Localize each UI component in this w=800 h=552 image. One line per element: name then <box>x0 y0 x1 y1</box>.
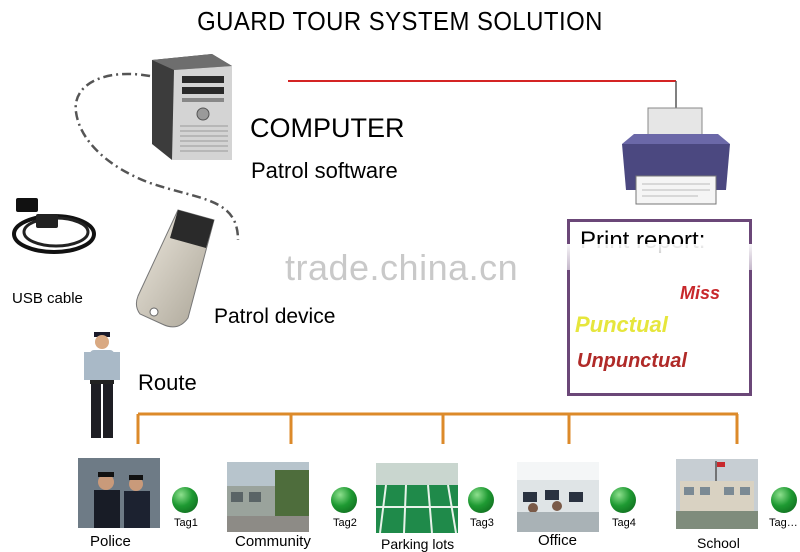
guard-icon <box>84 332 120 438</box>
tag-label-1: Tag1 <box>174 517 198 529</box>
patrol-device-icon <box>135 209 215 328</box>
tag-label-3: Tag3 <box>470 517 494 529</box>
location-label-office: Office <box>538 532 577 549</box>
diagram-title: GUARD TOUR SYSTEM SOLUTION <box>197 6 603 36</box>
patrol-cable <box>74 72 240 241</box>
location-photo-community <box>227 462 309 532</box>
tag-icon-4 <box>610 487 636 513</box>
patrol-device-label: Patrol device <box>214 305 336 328</box>
route-label: Route <box>138 370 197 395</box>
tag-label-5: Tag… <box>769 517 798 529</box>
patrol-software-label: Patrol software <box>251 158 398 183</box>
usb-cable-icon <box>12 198 96 254</box>
route-bar <box>136 412 739 444</box>
location-photo-school <box>676 459 758 529</box>
location-label-community: Community <box>235 533 311 550</box>
tag-label-4: Tag4 <box>612 517 636 529</box>
tag-icon-1 <box>172 487 198 513</box>
usb-cable-label: USB cable <box>12 290 83 307</box>
status-miss: Miss <box>680 283 721 303</box>
location-photo-office <box>517 462 599 532</box>
computer-tower-icon <box>152 54 232 160</box>
tag-icon-2 <box>331 487 357 513</box>
tag-icon-3 <box>468 487 494 513</box>
location-label-school: School <box>697 535 740 551</box>
report-fade-overlay <box>562 244 758 270</box>
tag-label-2: Tag2 <box>333 517 357 529</box>
computer-label: COMPUTER <box>250 113 405 143</box>
tag-icon-5 <box>771 487 797 513</box>
status-punctual: Punctual <box>575 312 668 337</box>
printer-icon <box>622 107 730 205</box>
location-photo-police <box>78 458 160 528</box>
location-label-parking: Parking lots <box>381 536 455 552</box>
watermark: trade.china.cn <box>285 247 519 288</box>
status-unpunctual: Unpunctual <box>577 350 687 372</box>
location-photo-parking <box>376 463 458 533</box>
location-label-police: Police <box>90 533 131 550</box>
